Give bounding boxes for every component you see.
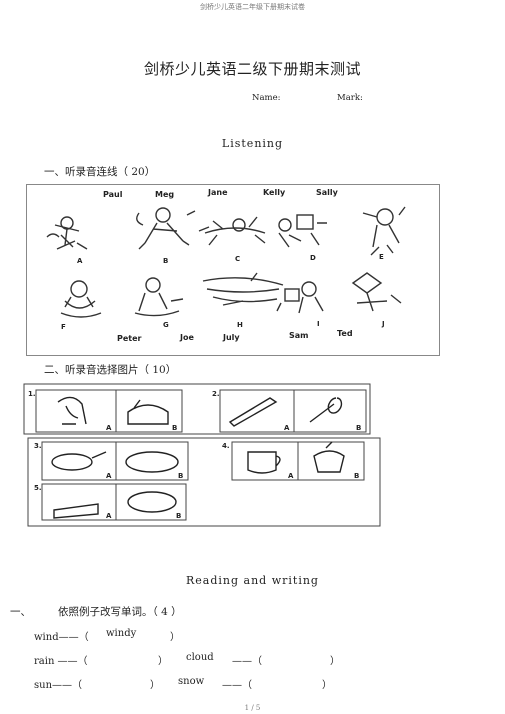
bottom-figures (60, 272, 402, 318)
letter-B: B (163, 257, 168, 265)
matching-illustration: Paul Meg Jane Kelly Sally A B C D E F (46, 188, 406, 343)
name-top-4: Kelly (263, 188, 286, 197)
choice-num-5: 5. (34, 484, 42, 492)
word-wind: wind——（ (34, 632, 89, 643)
cake-whole-sketch (127, 491, 177, 513)
spoon-sketch (309, 397, 343, 423)
q1-letter-a: A (106, 424, 112, 432)
top-figures (46, 206, 406, 256)
name-bottom-1: Peter (117, 334, 142, 343)
reading-heading: Reading and writing (186, 574, 319, 587)
word-rain: rain ——（ (34, 656, 88, 667)
q5-option-a-frame (41, 483, 117, 521)
choice-num-1: 1. (28, 390, 36, 398)
bowl-sketch (313, 441, 345, 473)
letter-H: H (237, 321, 243, 329)
plate-small-sketch (51, 453, 93, 471)
q2-letter-b: B (356, 424, 361, 432)
name-top-1: Paul (103, 190, 123, 199)
q3-letter-b: B (178, 472, 183, 480)
cup-sketch (247, 451, 281, 474)
q3-option-a-frame (41, 441, 117, 481)
q1-letter-b: B (172, 424, 177, 432)
close-paren-1: ） (170, 632, 180, 643)
page-title: 剑桥少儿英语二级下册期末测试 (143, 60, 361, 78)
q4-letter-a: A (288, 472, 294, 480)
q3-option-b-frame (115, 441, 189, 481)
q5-letter-b: B (176, 512, 181, 520)
plate-big-sketch (125, 451, 179, 473)
listening-heading: Listening (221, 137, 284, 150)
word-snow: snow (178, 676, 205, 687)
letter-E: E (379, 253, 384, 261)
q1-option-b-frame (115, 389, 183, 433)
close-paren-4: ） (150, 680, 160, 691)
exercise-row-3: sun——（ ） snow ——（ ） (0, 676, 505, 691)
matching-picture: Paul Meg Jane Kelly Sally A B C D E F (26, 184, 440, 356)
name-top-3: Jane (207, 188, 228, 197)
word-sun: sun——（ (34, 680, 83, 691)
q5-option-b-frame (115, 483, 187, 521)
choice-num-3: 3. (34, 442, 42, 450)
name-label: Name: (252, 93, 281, 103)
letter-F: F (61, 323, 66, 331)
answer-windy: windy (106, 628, 137, 639)
mark-label: Mark: (337, 93, 363, 103)
dash-cloud: ——（ (232, 656, 262, 667)
q3-letter-a: A (106, 472, 112, 480)
q4-option-b-frame (297, 441, 365, 481)
knife-sketch (228, 397, 278, 427)
q4-letter-b: B (354, 472, 359, 480)
part2-instruction: 二、听录音选择图片（ 10） (44, 364, 177, 376)
exercise-row-1: wind——（ windy ） (0, 628, 505, 643)
name-bottom-3: July (222, 333, 240, 342)
exercise-row-2: rain ——（ ） cloud ——（ ） (0, 652, 505, 667)
name-bottom-5: Ted (337, 329, 353, 338)
page-header: 剑桥少儿英语二年级下册期末试卷 (200, 3, 305, 11)
name-bottom-4: Sam (289, 331, 309, 340)
close-paren-3: ） (330, 656, 340, 667)
close-paren-2: ） (158, 656, 168, 667)
name-top-5: Sally (316, 188, 339, 197)
letter-A: A (77, 257, 83, 265)
part3-instruction: 依照例子改写单词。（ 4 ） (58, 606, 182, 618)
word-cloud: cloud (186, 652, 214, 663)
page-footer: 1 / 5 (244, 704, 261, 712)
q2-option-b-frame (293, 389, 367, 433)
cake-slice-sketch (53, 503, 99, 519)
letter-C: C (235, 255, 240, 263)
q2-option-a-frame (219, 389, 295, 433)
cat-sketch (127, 399, 169, 425)
q1-option-a-frame (35, 389, 117, 433)
choice-num-2: 2. (212, 390, 220, 398)
part3-number: 一、 (10, 606, 31, 618)
choice-images: 1. 2. 3. 4. 5. A B A B A B A B A B (22, 382, 382, 530)
choice-row-1-frame (23, 383, 371, 435)
dog-sketch (57, 396, 87, 425)
part1-instruction: 一、听录音连线（ 20） (44, 166, 156, 178)
letter-D: D (310, 254, 316, 262)
letter-I: I (317, 320, 320, 328)
choice-illustration: 1. 2. 3. 4. 5. A B A B A B A B A B (23, 383, 381, 527)
choice-num-4: 4. (222, 442, 230, 450)
name-bottom-2: Joe (179, 333, 194, 342)
letter-G: G (163, 321, 169, 329)
close-paren-5: ） (322, 680, 332, 691)
letter-J: J (381, 320, 385, 328)
dash-snow: ——（ (222, 680, 252, 691)
q5-letter-a: A (106, 512, 112, 520)
q2-letter-a: A (284, 424, 290, 432)
name-top-2: Meg (155, 190, 174, 199)
choice-row-2-frame (27, 437, 381, 527)
